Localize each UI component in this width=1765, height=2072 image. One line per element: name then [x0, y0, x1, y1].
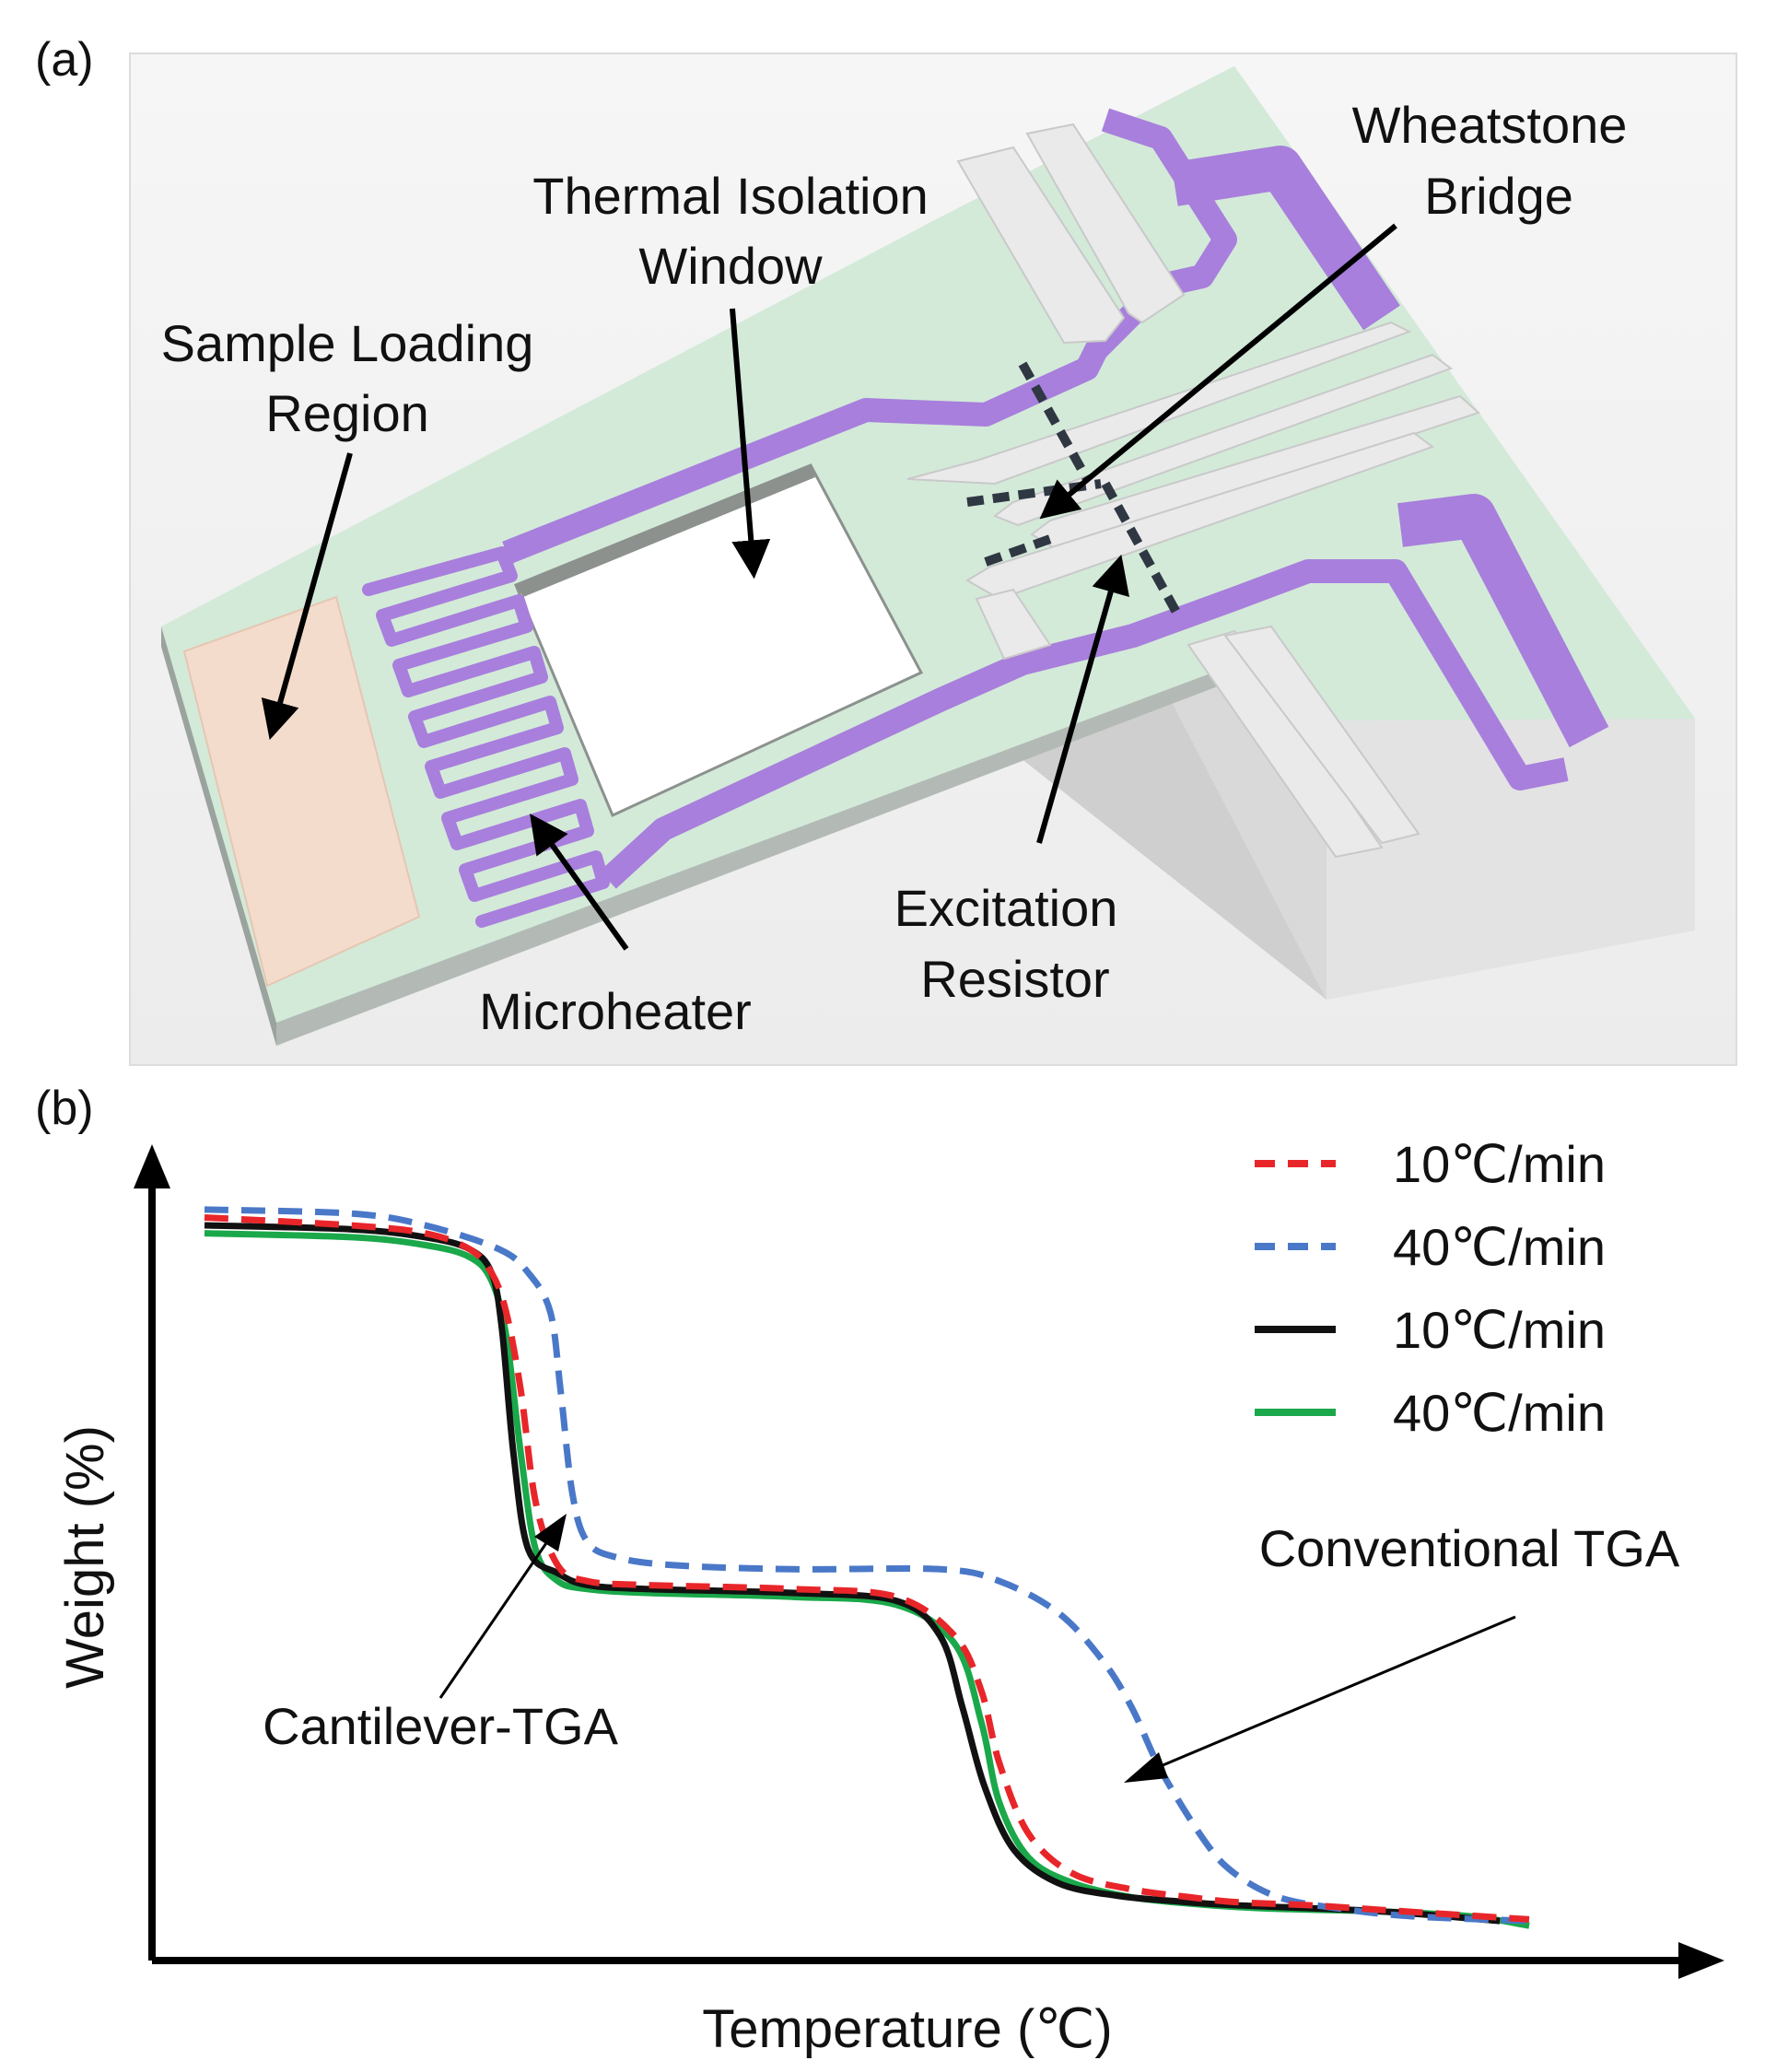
panel-a-arrows — [261, 223, 1397, 951]
legend-label-1: 10℃/min — [1393, 1135, 1606, 1193]
label-sample-loading-2: Region — [265, 384, 428, 442]
arrow-sample-loading — [261, 452, 353, 741]
arrow-cantilever-tga — [438, 1539, 550, 1699]
sample-loading-pad — [182, 595, 421, 988]
microheater-trace — [362, 546, 610, 928]
label-wheatstone-2: Bridge — [1424, 167, 1573, 225]
x-axis-arrowhead — [1678, 1942, 1724, 1979]
label-excitation-1: Excitation — [894, 879, 1118, 937]
panel-a: (a) — [35, 33, 1737, 1066]
label-wheatstone-1: Wheatstone — [1352, 96, 1628, 154]
label-thermal-isolation-2: Window — [638, 237, 823, 295]
annotation-cantilever-tga: Cantilever-TGA — [263, 1697, 619, 1755]
label-microheater: Microheater — [479, 982, 752, 1040]
legend: 10℃/min 40℃/min 10℃/min 40℃/min — [1255, 1135, 1606, 1442]
series-line-4 — [204, 1230, 1530, 1929]
x-axis-label: Temperature (℃) — [702, 1999, 1112, 2059]
series-line-2 — [204, 1206, 1530, 1925]
y-axis-arrowhead — [134, 1144, 170, 1188]
legend-label-4: 40℃/min — [1393, 1384, 1606, 1442]
panel-b-label: (b) — [35, 1082, 94, 1135]
series-line-1 — [204, 1213, 1530, 1923]
label-excitation-2: Resistor — [920, 950, 1109, 1008]
label-sample-loading-1: Sample Loading — [161, 314, 534, 372]
legend-label-3: 10℃/min — [1393, 1301, 1606, 1359]
panel-b-arrows — [438, 1514, 1516, 1783]
y-axis-label: Weight (%) — [55, 1425, 115, 1689]
arrow-thermal-window — [730, 308, 771, 579]
arrow-conventional-tga — [1149, 1615, 1516, 1773]
annotation-conventional-tga: Conventional TGA — [1259, 1519, 1680, 1577]
panel-a-label: (a) — [35, 33, 94, 87]
plot-series-group — [204, 1206, 1530, 1929]
arrow-microheater — [530, 814, 629, 951]
panel-b: (b) Temperature (℃) Weight (%) 10℃/min 40… — [35, 1082, 1724, 2059]
window-edge — [516, 465, 815, 597]
arrow-cantilever-tga-head — [534, 1514, 567, 1551]
legend-label-2: 40℃/min — [1393, 1218, 1606, 1276]
arrow-wheatstone — [1039, 223, 1397, 520]
arrow-excitation — [1036, 554, 1129, 844]
arrow-conventional-tga-head — [1124, 1752, 1168, 1783]
label-thermal-isolation-1: Thermal Isolation — [532, 167, 929, 225]
axes — [134, 1144, 1724, 1979]
cantilever-substrate — [161, 66, 1695, 1046]
series-line-3 — [204, 1222, 1501, 1925]
